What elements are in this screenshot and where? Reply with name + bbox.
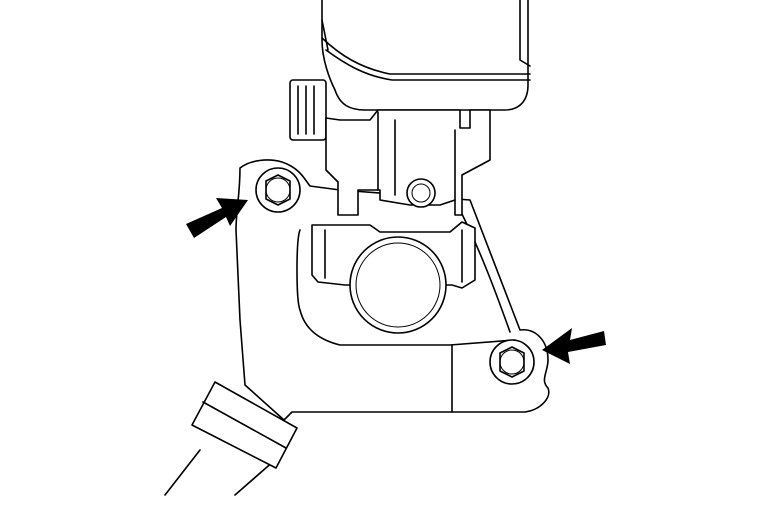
- fluid-level-connector: [289, 79, 327, 141]
- fluid-reservoir: [321, 0, 531, 111]
- cylinder-bore: [349, 236, 447, 334]
- pushrod-boot: [164, 381, 298, 496]
- master-cylinder-body: [325, 109, 491, 216]
- lower-bolt: [489, 339, 535, 385]
- lower-right-bolt-arrow: [542, 328, 606, 364]
- cylinder-flange: [311, 221, 476, 334]
- upper-left-bolt-arrow: [186, 198, 248, 238]
- upper-bolt: [255, 167, 301, 213]
